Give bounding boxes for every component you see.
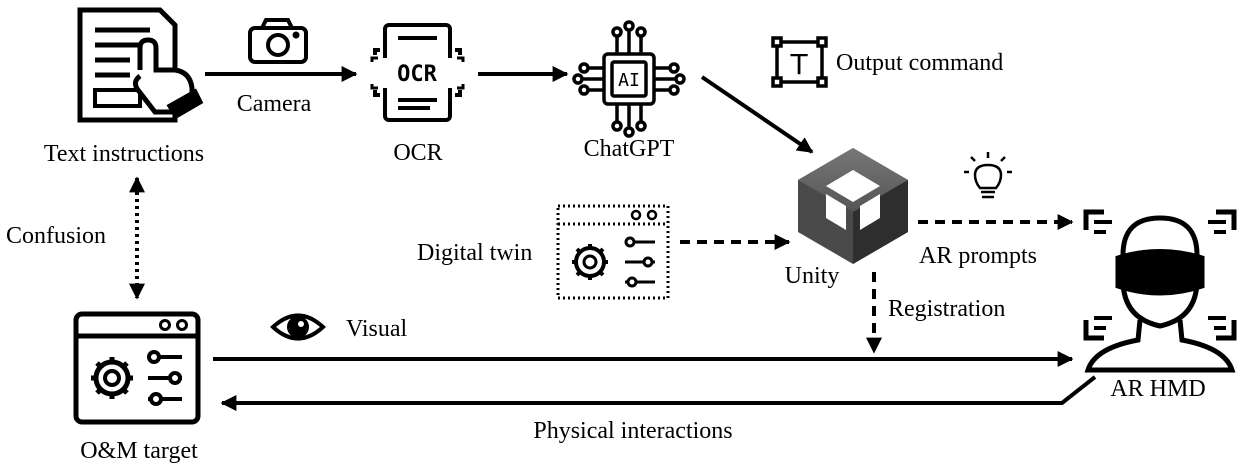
text-tool-icon: T bbox=[771, 36, 828, 88]
ocr-scan-icon: OCR bbox=[370, 23, 465, 122]
light-bulb-icon bbox=[964, 152, 1012, 199]
camera-edge-label: Camera bbox=[237, 91, 312, 117]
arrow-chatgpt-to-unity bbox=[700, 75, 814, 154]
ai-chip-icon: AI bbox=[572, 20, 686, 138]
ocr-badge-text: OCR bbox=[397, 62, 437, 87]
ar-hmd-label: AR HMD bbox=[1110, 376, 1205, 402]
ocr-label: OCR bbox=[393, 140, 442, 166]
unity-logo-icon bbox=[798, 148, 908, 264]
unity-label: Unity bbox=[785, 263, 840, 289]
camera-icon bbox=[248, 18, 308, 64]
digital-twin-label: Digital twin bbox=[417, 240, 532, 266]
chatgpt-label: ChatGPT bbox=[584, 136, 675, 162]
registration-edge-label: Registration bbox=[888, 296, 1005, 322]
text-tool-letter: T bbox=[789, 48, 808, 81]
ai-chip-text: AI bbox=[618, 70, 640, 91]
eye-icon bbox=[270, 313, 326, 341]
text-instructions-label: Text instructions bbox=[44, 141, 204, 167]
visual-edge-label: Visual bbox=[346, 316, 408, 342]
digital-twin-panel-icon bbox=[556, 204, 670, 300]
ar-headset-user-icon bbox=[1083, 209, 1237, 373]
om-target-label: O&M target bbox=[80, 438, 198, 464]
arrow-physical-interactions bbox=[220, 375, 1097, 411]
document-hand-icon bbox=[77, 7, 204, 123]
confusion-edge-label: Confusion bbox=[6, 223, 106, 249]
physical-interactions-edge-label: Physical interactions bbox=[533, 418, 732, 444]
om-target-panel-icon bbox=[73, 311, 201, 425]
output-command-label: Output command bbox=[836, 50, 1003, 76]
ar-prompts-edge-label: AR prompts bbox=[919, 243, 1037, 269]
